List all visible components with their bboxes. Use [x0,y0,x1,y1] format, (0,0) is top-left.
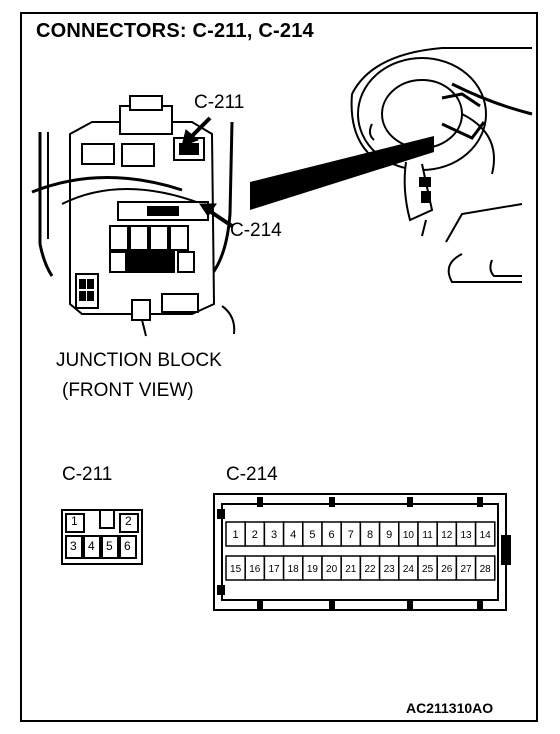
junction-block-label: JUNCTION BLOCK [56,350,222,371]
connector-c211-label: C-211 [62,464,113,485]
vehicle-location-sketch [350,47,533,283]
c214-pin-cell [474,521,496,547]
c214-pin-number: 11 [422,530,433,541]
c214-pin-number: 9 [386,529,392,541]
c214-pin-number: 2 [252,529,258,541]
c214-pin-number: 10 [403,530,415,541]
c214-pin-number: 4 [290,529,296,541]
c214-pin-number: 19 [307,564,319,575]
c214-pin-number: 18 [288,564,300,575]
junction-block-view-label: (FRONT VIEW) [62,380,194,401]
c214-pin-number: 24 [403,564,415,575]
c214-pin-number: 13 [460,530,472,541]
location-leader [250,136,434,210]
c211-pin: 5 [106,539,113,553]
c214-pin-number: 27 [460,564,472,575]
c214-pin-number: 5 [309,529,315,541]
diagram-title: CONNECTORS: C-211, C-214 [36,20,314,42]
c214-pin-number: 14 [480,530,492,541]
c214-pin-number: 17 [268,564,280,575]
c214-pin-number: 15 [230,564,242,575]
junction-block-drawing [31,95,236,337]
callout-label-c214: C-214 [230,220,282,241]
callout-arrow-c211 [181,116,212,147]
c214-pin-number: 22 [364,564,376,575]
c214-pin-number: 23 [384,564,396,575]
c214-pin-number: 12 [441,530,453,541]
connector-c214-label: C-214 [226,464,278,485]
figure-code: AC211310AO [406,700,494,716]
c214-pin-number: 7 [348,529,354,541]
c211-pin: 6 [124,539,131,553]
callout-arrow-c214 [199,203,234,228]
c214-pin-number: 25 [422,564,434,575]
junction-block-illustration: 1234567891011121314151617181920212223242… [31,47,533,611]
diagram-frame: CONNECTORS: C-211, C-214 [20,12,538,722]
callout-label-c211: C-211 [194,92,245,113]
c211-pin: 4 [88,539,95,553]
c214-pin-number: 3 [271,529,277,541]
c214-pin-number: 6 [329,529,335,541]
c214-pin-number: 16 [249,564,261,575]
c214-pin-number: 21 [345,564,357,575]
connector-c211-face [61,509,143,565]
c214-pin-cell [474,555,496,581]
c214-pin-number: 8 [367,529,373,541]
c214-pin-number: 26 [441,564,453,575]
c211-pin: 2 [125,514,132,528]
c211-pin: 3 [70,539,77,553]
c214-pin-number: 1 [233,529,239,541]
c214-pin-number: 28 [480,564,492,575]
connector-c214-face [213,493,511,611]
c211-pin: 1 [71,514,78,528]
c214-pin-number: 20 [326,564,338,575]
